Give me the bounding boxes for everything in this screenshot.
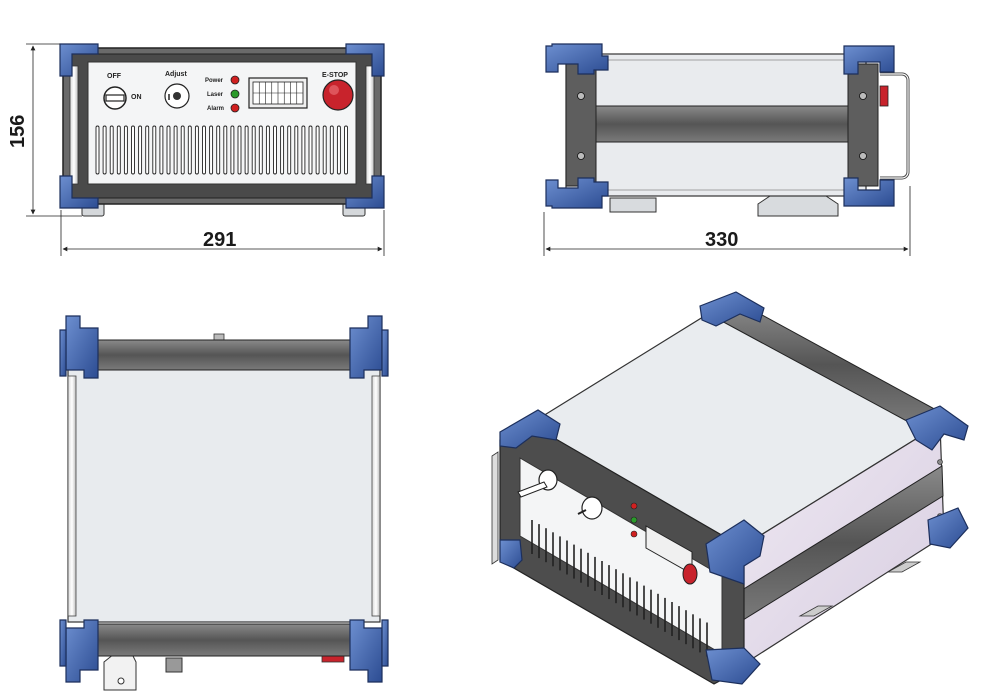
vent-slot xyxy=(237,125,242,175)
vent-slot xyxy=(209,125,214,175)
iso-corner-front-bottom-left xyxy=(499,539,523,569)
vent-slot xyxy=(230,125,235,175)
iso-estop xyxy=(682,563,698,585)
vent-slot xyxy=(294,125,299,175)
top-corner-bl xyxy=(65,619,99,683)
adjust-label: Adjust xyxy=(165,71,187,78)
vent-slot xyxy=(159,125,164,175)
side-estop-edge xyxy=(879,85,889,107)
front-handle-left xyxy=(69,65,79,185)
vent-slot xyxy=(251,125,256,175)
top-rail-front xyxy=(97,623,351,657)
depth-dimension-text: 330 xyxy=(705,229,738,251)
vent-slot xyxy=(116,125,121,175)
front-corner-br xyxy=(345,175,385,209)
vent-slot xyxy=(258,125,263,175)
vent-slot xyxy=(145,125,150,175)
iso-corner-right-top xyxy=(905,405,969,451)
side-corner-bl xyxy=(545,177,609,209)
side-post-right xyxy=(847,63,879,187)
side-foot-right xyxy=(757,195,839,217)
vent-slot xyxy=(131,125,135,175)
front-corner-tl xyxy=(59,43,99,77)
alarm-label: Alarm xyxy=(207,106,224,112)
vent-slot xyxy=(329,125,334,175)
vent-slot xyxy=(344,125,348,175)
estop-label: E-STOP xyxy=(322,72,348,79)
side-view xyxy=(545,43,910,217)
vent-slot xyxy=(152,125,157,175)
top-corner-tr xyxy=(349,315,383,379)
iso-vents xyxy=(531,520,708,657)
alarm-led xyxy=(230,103,240,113)
iso-corner-front-top-right xyxy=(705,519,765,585)
estop-button xyxy=(322,79,354,111)
vent-slot xyxy=(216,125,221,175)
top-corner-tl xyxy=(65,315,99,379)
power-led xyxy=(230,75,240,85)
vent-slot xyxy=(265,125,270,175)
vent-slot xyxy=(280,125,285,175)
vent-slot xyxy=(287,125,292,175)
vent-slot xyxy=(123,125,128,175)
vent-slot xyxy=(194,125,199,175)
side-corner-br xyxy=(843,177,895,207)
power-label: Power xyxy=(205,78,224,84)
front-handle-right xyxy=(365,65,375,185)
top-view-estop-edge xyxy=(321,655,345,663)
iso-alarm-led xyxy=(630,530,638,538)
vent-slot xyxy=(336,125,341,175)
front-dimensions xyxy=(26,43,385,256)
vent-slot xyxy=(95,125,100,175)
iso-corner-front-bottom-right xyxy=(705,647,761,685)
iso-corner-front-top-left xyxy=(499,409,561,449)
side-post-left xyxy=(565,63,597,187)
vent-slot xyxy=(223,125,228,175)
keyswitch-off-label: OFF xyxy=(107,73,122,80)
vent-slot xyxy=(102,125,107,175)
vent-slot xyxy=(202,125,206,175)
vent-slot xyxy=(273,125,277,175)
iso-power-led xyxy=(630,502,638,510)
top-view-handle-tab xyxy=(103,653,137,691)
side-rail xyxy=(565,105,867,143)
front-vents xyxy=(95,125,348,175)
vent-slot xyxy=(187,125,192,175)
iso-adjust-knob xyxy=(581,496,603,520)
side-corner-tr xyxy=(843,45,895,75)
side-foot-left xyxy=(609,197,657,213)
vent-slot xyxy=(315,125,320,175)
vent-slot xyxy=(308,125,313,175)
isometric-view xyxy=(491,291,969,685)
iso-laser-led xyxy=(630,516,638,524)
vent-slot xyxy=(180,125,185,175)
front-corner-bl xyxy=(59,175,99,209)
vent-slot xyxy=(322,125,327,175)
vent-slot xyxy=(109,125,114,175)
vent-slot xyxy=(173,125,178,175)
iso-corner-right-bottom xyxy=(927,507,969,549)
vent-slot xyxy=(138,125,143,175)
front-view: OFF ON Adjust Power Laser Alarm E-STOP xyxy=(59,43,385,217)
vent-slot xyxy=(301,125,306,175)
height-dimension-text: 156 xyxy=(7,115,29,148)
vent-slot xyxy=(166,125,171,175)
iso-corner-back xyxy=(699,291,765,327)
vent-slot xyxy=(244,125,249,175)
width-dimension-text: 291 xyxy=(203,229,236,251)
front-corner-tr xyxy=(345,43,385,77)
top-cover xyxy=(67,367,381,623)
top-corner-br xyxy=(349,619,383,683)
iso-handle xyxy=(491,451,499,565)
top-view xyxy=(59,315,389,691)
laser-led xyxy=(230,89,240,99)
top-rail-back xyxy=(97,339,351,371)
side-dimensions xyxy=(543,186,911,256)
side-corner-tl xyxy=(545,43,609,75)
keyswitch-on-label: ON xyxy=(131,94,142,101)
laser-label: Laser xyxy=(207,92,224,98)
